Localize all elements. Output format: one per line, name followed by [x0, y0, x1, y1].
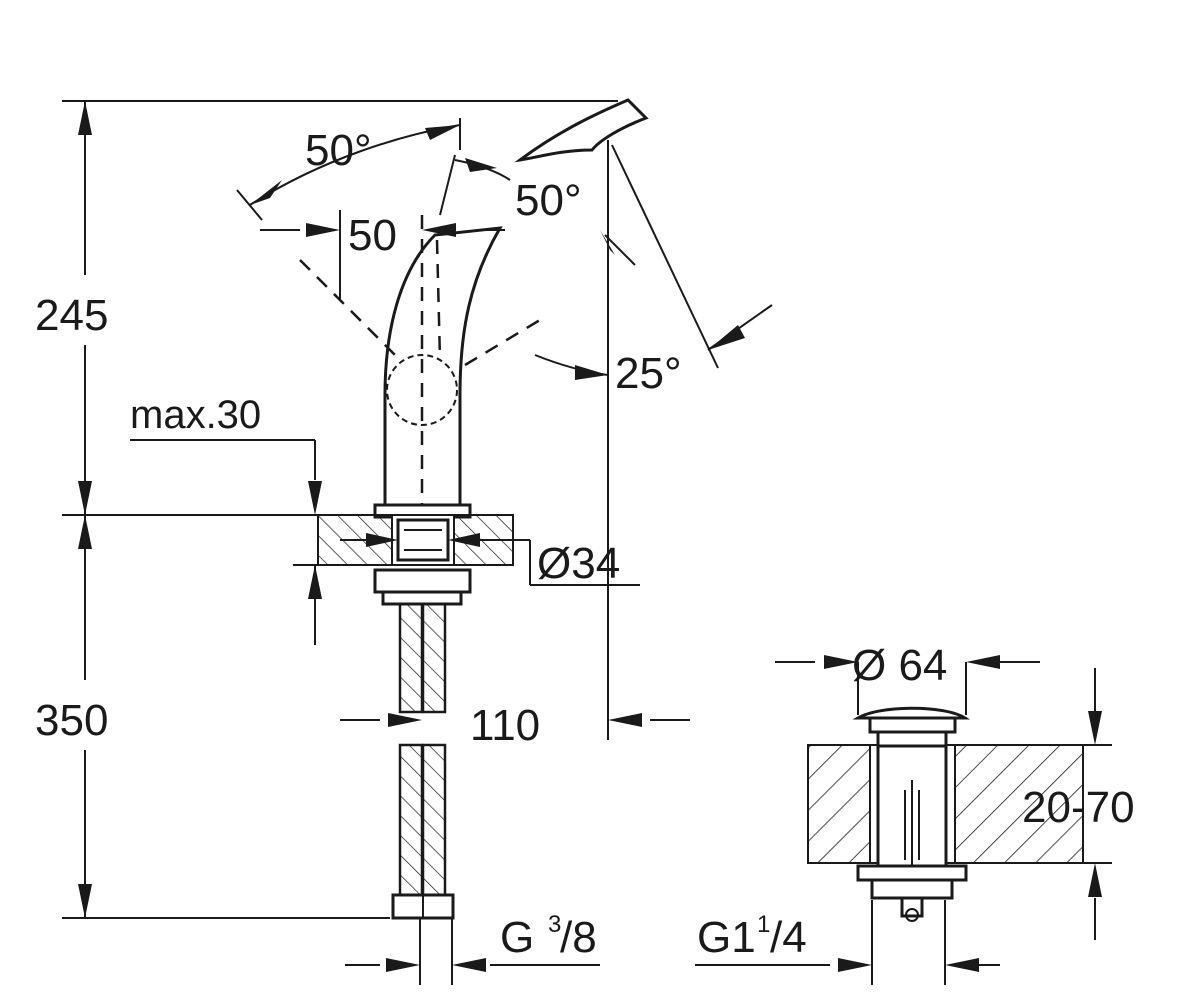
label-reach-110: 110 — [470, 701, 540, 750]
g38-dimension — [345, 918, 600, 985]
label-thread-g: G — [500, 913, 534, 962]
label-max-30: max.30 — [130, 393, 261, 437]
label-offset-50: 50 — [348, 211, 397, 260]
label-angle-25: 25° — [615, 349, 682, 398]
label-thread-g1-den: /4 — [770, 913, 807, 962]
label-range-20-70: 20-70 — [1022, 783, 1135, 832]
label-thread-g1: G1 — [697, 913, 756, 962]
label-dia-34: Ø34 — [537, 539, 620, 588]
label-thread-g-den: /8 — [560, 913, 597, 962]
label-thread-g-num: 3 — [548, 911, 561, 938]
label-angle-left: 50° — [305, 126, 372, 175]
faucet-drawing — [62, 98, 773, 920]
label-thread-g1-num: 1 — [757, 911, 770, 938]
label-dia-64: Ø 64 — [852, 641, 947, 690]
label-length-350: 350 — [35, 696, 108, 745]
label-angle-right: 50° — [515, 176, 582, 225]
drain-drawing — [695, 655, 1112, 985]
label-height-245: 245 — [35, 291, 108, 340]
